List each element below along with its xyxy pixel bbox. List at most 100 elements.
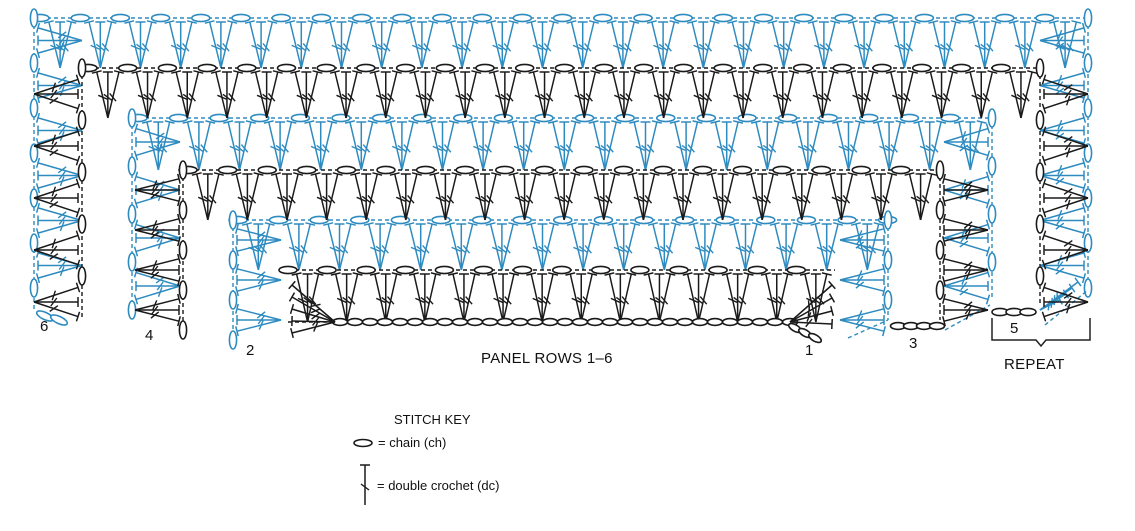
dc-stitch xyxy=(606,20,624,69)
chain-stitch xyxy=(150,13,171,23)
dc-stitch xyxy=(969,120,987,171)
dc-stitch xyxy=(840,235,885,245)
chain-stitch xyxy=(436,317,454,327)
chain-stitch xyxy=(346,317,364,327)
dc-stitch xyxy=(1039,22,1087,42)
dc-stitch xyxy=(942,189,989,207)
dc-stitch xyxy=(619,272,637,323)
chain-stitch xyxy=(613,165,634,175)
chain-stitch xyxy=(818,113,839,123)
dc-stitch xyxy=(135,281,180,291)
dc-stitch xyxy=(234,121,245,170)
chain-stitch xyxy=(472,13,493,23)
dc-stitch xyxy=(263,120,281,171)
dc-stitch xyxy=(839,279,886,297)
dc-stitch xyxy=(622,20,640,69)
dc-stitch xyxy=(265,70,283,119)
chain-stitch xyxy=(706,317,724,327)
dc-stitch xyxy=(729,222,747,271)
chain-stitch xyxy=(466,317,484,327)
dc-stitch xyxy=(460,222,478,271)
dc-stitch xyxy=(942,213,989,231)
chain-stitch xyxy=(1083,8,1093,28)
dc-stitch xyxy=(35,219,83,239)
dc-stitch xyxy=(640,121,651,170)
dc-stitch xyxy=(416,21,427,68)
chain-stitch xyxy=(721,317,739,327)
dc-stitch xyxy=(175,21,186,68)
dc-stitch xyxy=(666,172,684,221)
dc-stitch xyxy=(380,20,398,69)
dc-stitch xyxy=(404,222,422,271)
dc-stitch xyxy=(778,21,789,68)
dc-stitch xyxy=(33,178,81,199)
chain-stitch xyxy=(217,165,238,175)
dc-stitch xyxy=(1064,20,1082,69)
chain-stitch xyxy=(616,317,634,327)
dc-stitch xyxy=(301,71,312,118)
dc-stitch xyxy=(526,272,543,323)
dc-stitch xyxy=(782,20,800,69)
chain-stitch xyxy=(574,165,594,175)
dc-stitch xyxy=(807,120,825,171)
chain-stitch xyxy=(228,210,238,230)
chain-stitch xyxy=(77,110,87,130)
chain-stitch xyxy=(1083,53,1093,73)
dc-stitch xyxy=(825,172,843,221)
chain-stitch xyxy=(431,215,451,225)
chain-stitch xyxy=(395,265,416,275)
chain-stitch xyxy=(512,265,533,275)
dc-stitch xyxy=(845,70,863,119)
dc-stitch xyxy=(261,71,272,118)
diagram-title: PANEL ROWS 1–6 xyxy=(481,350,613,367)
chain-stitch xyxy=(311,13,332,23)
dc-stitch xyxy=(499,71,510,118)
chain-stitch xyxy=(832,63,853,73)
dc-stitch xyxy=(943,20,961,69)
dc-stitch xyxy=(198,120,216,171)
dc-stitch xyxy=(35,67,83,87)
dc-stitch xyxy=(441,120,459,171)
dc-stitch xyxy=(1039,174,1087,194)
dc-stitch xyxy=(810,273,821,322)
chain-stitch xyxy=(228,290,238,310)
dc-stitch xyxy=(939,21,950,68)
dc-stitch xyxy=(818,21,829,68)
chain-stitch xyxy=(237,63,257,73)
dc-stitch xyxy=(789,318,833,330)
dc-stitch xyxy=(33,74,81,95)
chain-stitch xyxy=(796,215,817,225)
chain-stitch xyxy=(673,13,694,23)
dc-stitch xyxy=(548,172,565,221)
chain-stitch xyxy=(228,330,238,350)
chain-stitch xyxy=(406,317,424,327)
chain-stitch xyxy=(376,165,396,175)
dc-stitch xyxy=(102,71,113,118)
chain-stitch xyxy=(271,13,292,23)
dc-stitch xyxy=(369,70,387,119)
dc-stitch xyxy=(139,20,157,69)
chain-stitch xyxy=(29,98,39,118)
dc-stitch xyxy=(221,71,232,118)
dc-stitch xyxy=(290,321,336,339)
dc-stitch xyxy=(638,173,649,220)
chain-stitch xyxy=(1035,214,1045,234)
dc-stitch xyxy=(687,20,705,69)
dc-stitch xyxy=(321,173,332,220)
chain-stitch xyxy=(77,58,87,78)
row-number-6: 6 xyxy=(40,318,49,335)
dc-stitch xyxy=(33,197,81,218)
dc-stitch xyxy=(464,70,482,119)
dc-stitch xyxy=(429,172,447,221)
chain-stitch xyxy=(592,13,613,23)
dc-stitch xyxy=(839,303,886,321)
dc-stitch xyxy=(864,172,882,221)
chain-stitch xyxy=(874,13,895,23)
chain-stitch xyxy=(777,113,798,123)
dc-stitch xyxy=(256,21,267,68)
dc-stitch xyxy=(925,70,943,119)
dc-stitch xyxy=(685,120,703,171)
chain-stitch xyxy=(77,266,87,286)
dc-stitch xyxy=(437,121,448,170)
dc-stitch xyxy=(502,272,520,323)
